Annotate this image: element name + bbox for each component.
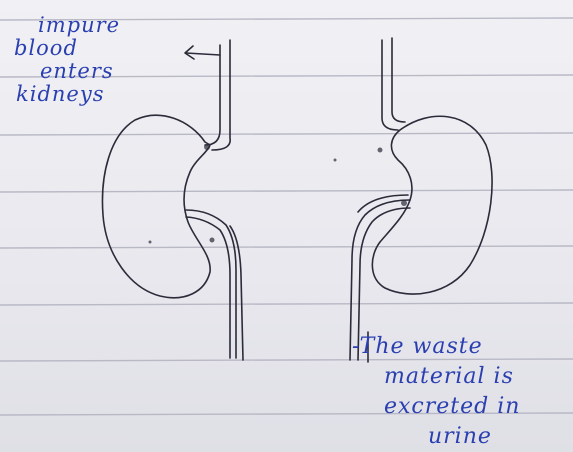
right-kidney-outline <box>372 116 492 294</box>
annotation-line: impure <box>10 14 120 37</box>
right-blood-vessel <box>382 40 398 130</box>
annotation-line: urine <box>352 422 520 452</box>
waste-excretion-annotation: -The waste material is excreted in urine <box>352 332 520 452</box>
annotation-line: blood <box>10 37 120 60</box>
annotation-line: material is <box>352 362 520 392</box>
left-blood-vessel <box>205 45 220 145</box>
annotation-line: excreted in <box>352 392 520 422</box>
annotation-line: enters <box>10 60 120 83</box>
annotation-line: -The waste <box>352 332 520 362</box>
impure-blood-annotation: impure blood enters kidneys <box>10 14 120 106</box>
left-kidney-outline <box>102 115 210 297</box>
left-arrow-icon <box>186 53 220 55</box>
annotation-line: kidneys <box>10 83 120 106</box>
